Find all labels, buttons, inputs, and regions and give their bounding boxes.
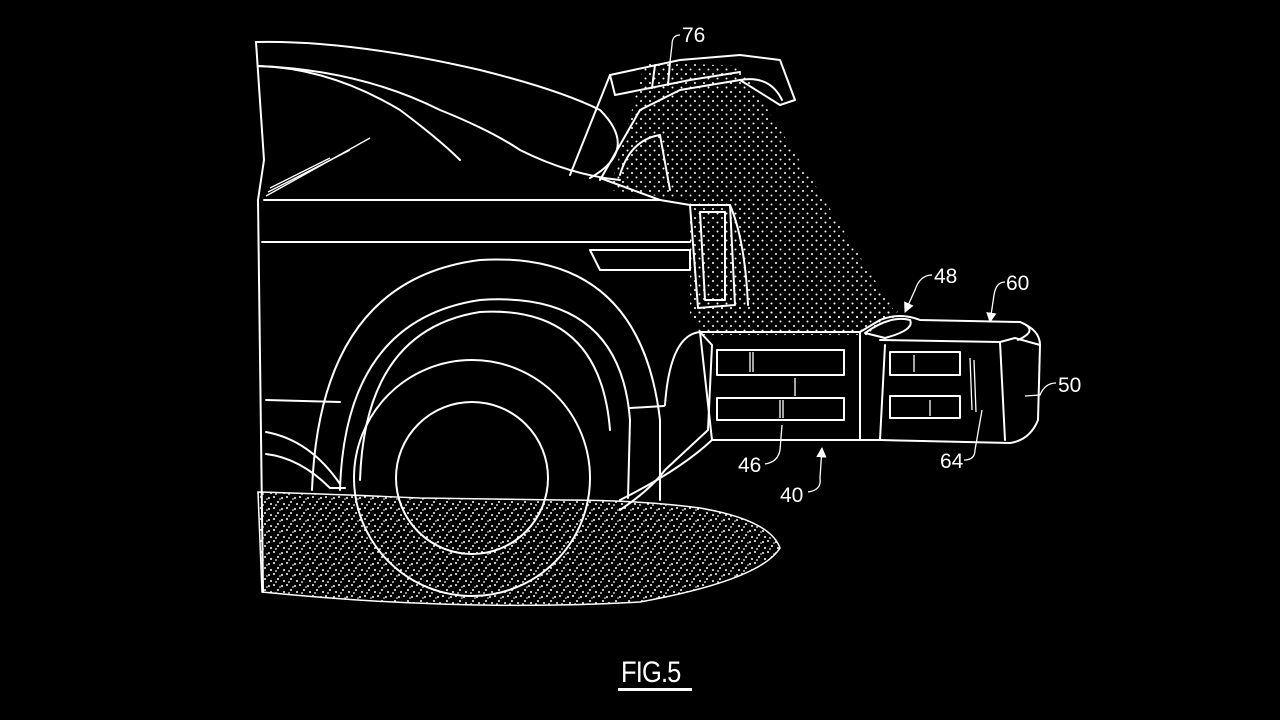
ref-76: 76: [682, 24, 705, 47]
ground-shadow: [257, 491, 781, 607]
ref-64: 64: [940, 450, 964, 473]
vehicle-body: [255, 40, 796, 597]
caption-underline: [618, 688, 692, 691]
ref-46: 46: [738, 454, 761, 477]
light-beam: [610, 62, 900, 320]
ref-60: 60: [1006, 272, 1029, 295]
cargo-floor: [690, 308, 900, 335]
tire: [353, 359, 591, 597]
ref-50: 50: [1058, 374, 1081, 397]
ref-48: 48: [934, 265, 957, 288]
wheel-rim: [395, 401, 549, 555]
ref-40: 40: [780, 484, 803, 507]
step-assembly: [699, 315, 1041, 444]
figure-caption: FIG.5: [621, 656, 681, 689]
leader-lines: [669, 34, 1057, 493]
